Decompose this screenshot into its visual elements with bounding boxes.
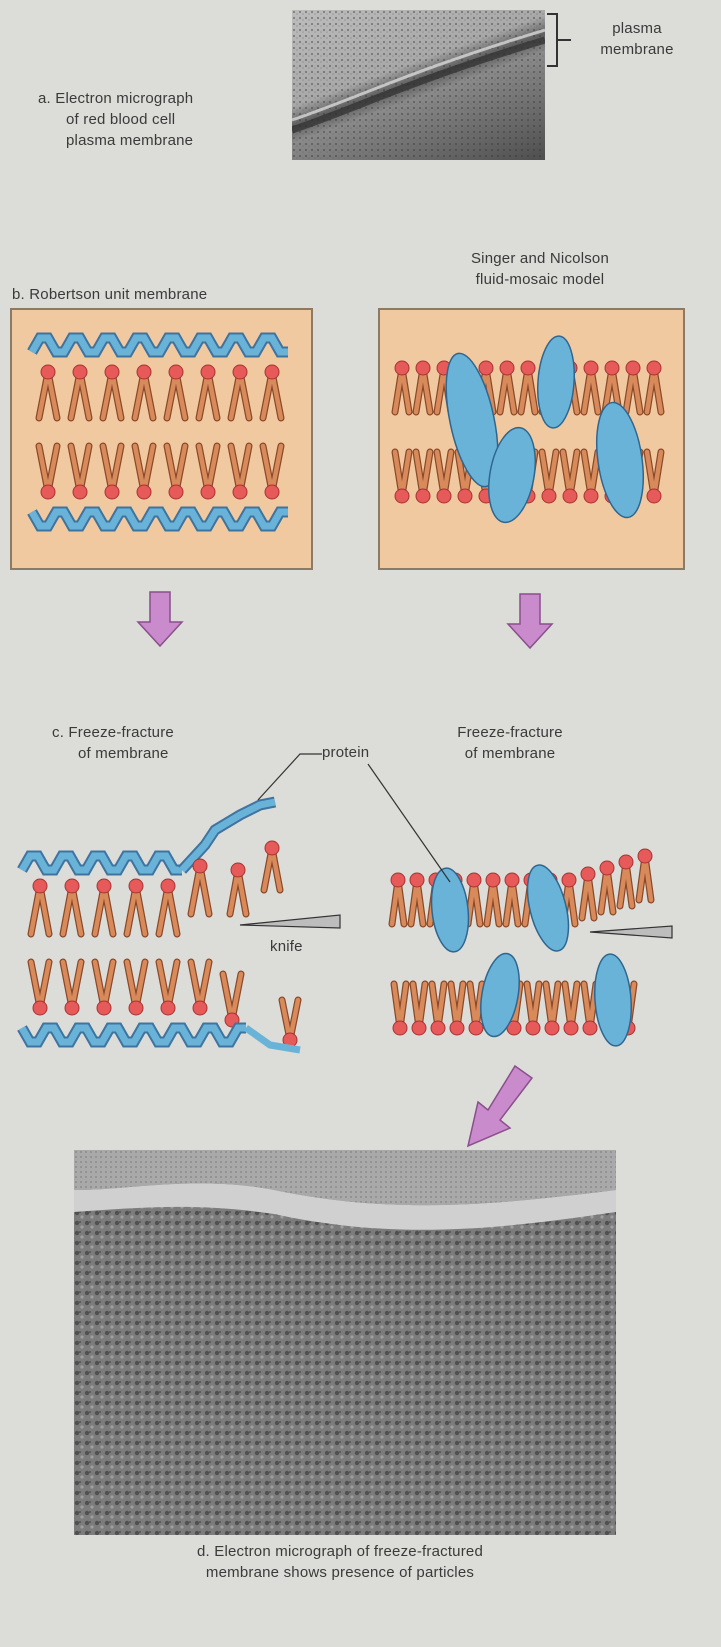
diagonal-arrow-icon [460,1062,540,1152]
caption-d-line2: membrane shows presence of particles [80,1562,600,1583]
knife-label: knife [270,936,303,957]
micrograph-d-image [74,1150,616,1535]
caption-d-line1: d. Electron micrograph of freeze-fractur… [80,1541,600,1562]
